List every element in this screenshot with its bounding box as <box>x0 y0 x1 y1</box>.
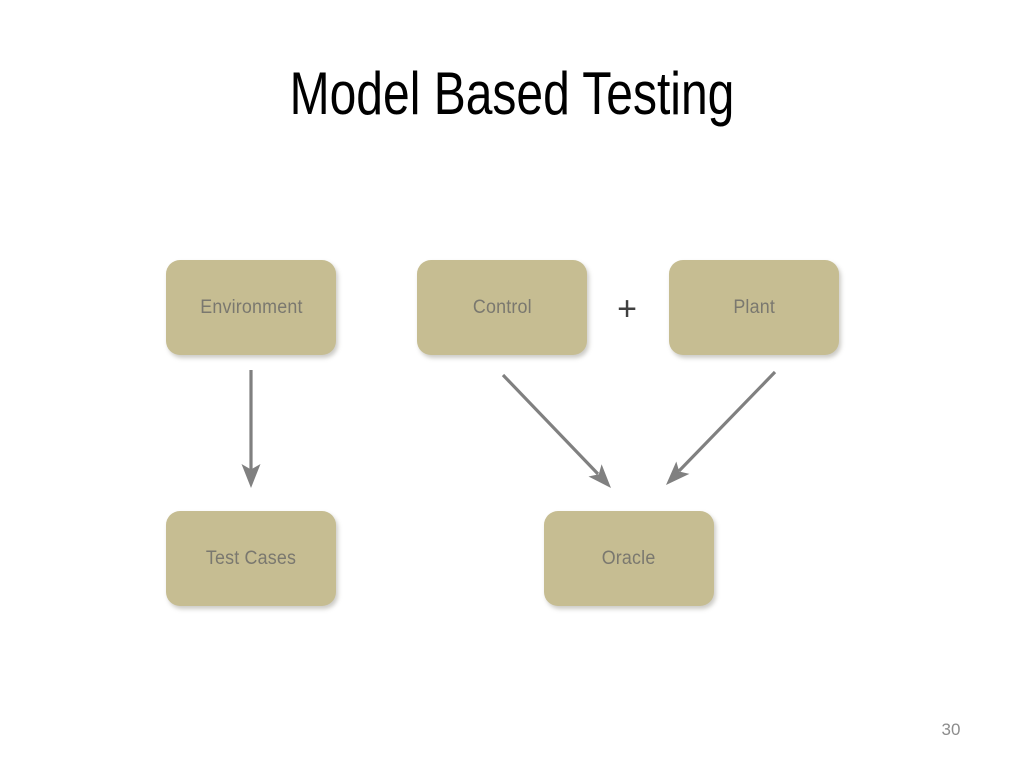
arrow-plant-to-oracle <box>666 370 777 485</box>
node-plant[interactable]: Plant <box>669 260 839 355</box>
node-oracle[interactable]: Oracle <box>544 511 714 606</box>
plus-operator: + <box>617 290 637 328</box>
node-environment-label: Environment <box>199 296 303 318</box>
node-environment[interactable]: Environment <box>166 260 336 355</box>
arrow-control-to-oracle <box>501 373 611 488</box>
page-number: 30 <box>941 720 961 739</box>
node-test-cases[interactable]: Test Cases <box>166 511 336 606</box>
node-test-cases-label: Test Cases <box>205 547 297 569</box>
node-control-label: Control <box>472 296 532 318</box>
arrow-environment-to-test-cases <box>241 370 261 488</box>
node-oracle-label: Oracle <box>602 547 656 569</box>
node-plant-label: Plant <box>733 296 775 318</box>
node-control[interactable]: Control <box>417 260 587 355</box>
page-title: Model Based Testing <box>289 60 735 127</box>
